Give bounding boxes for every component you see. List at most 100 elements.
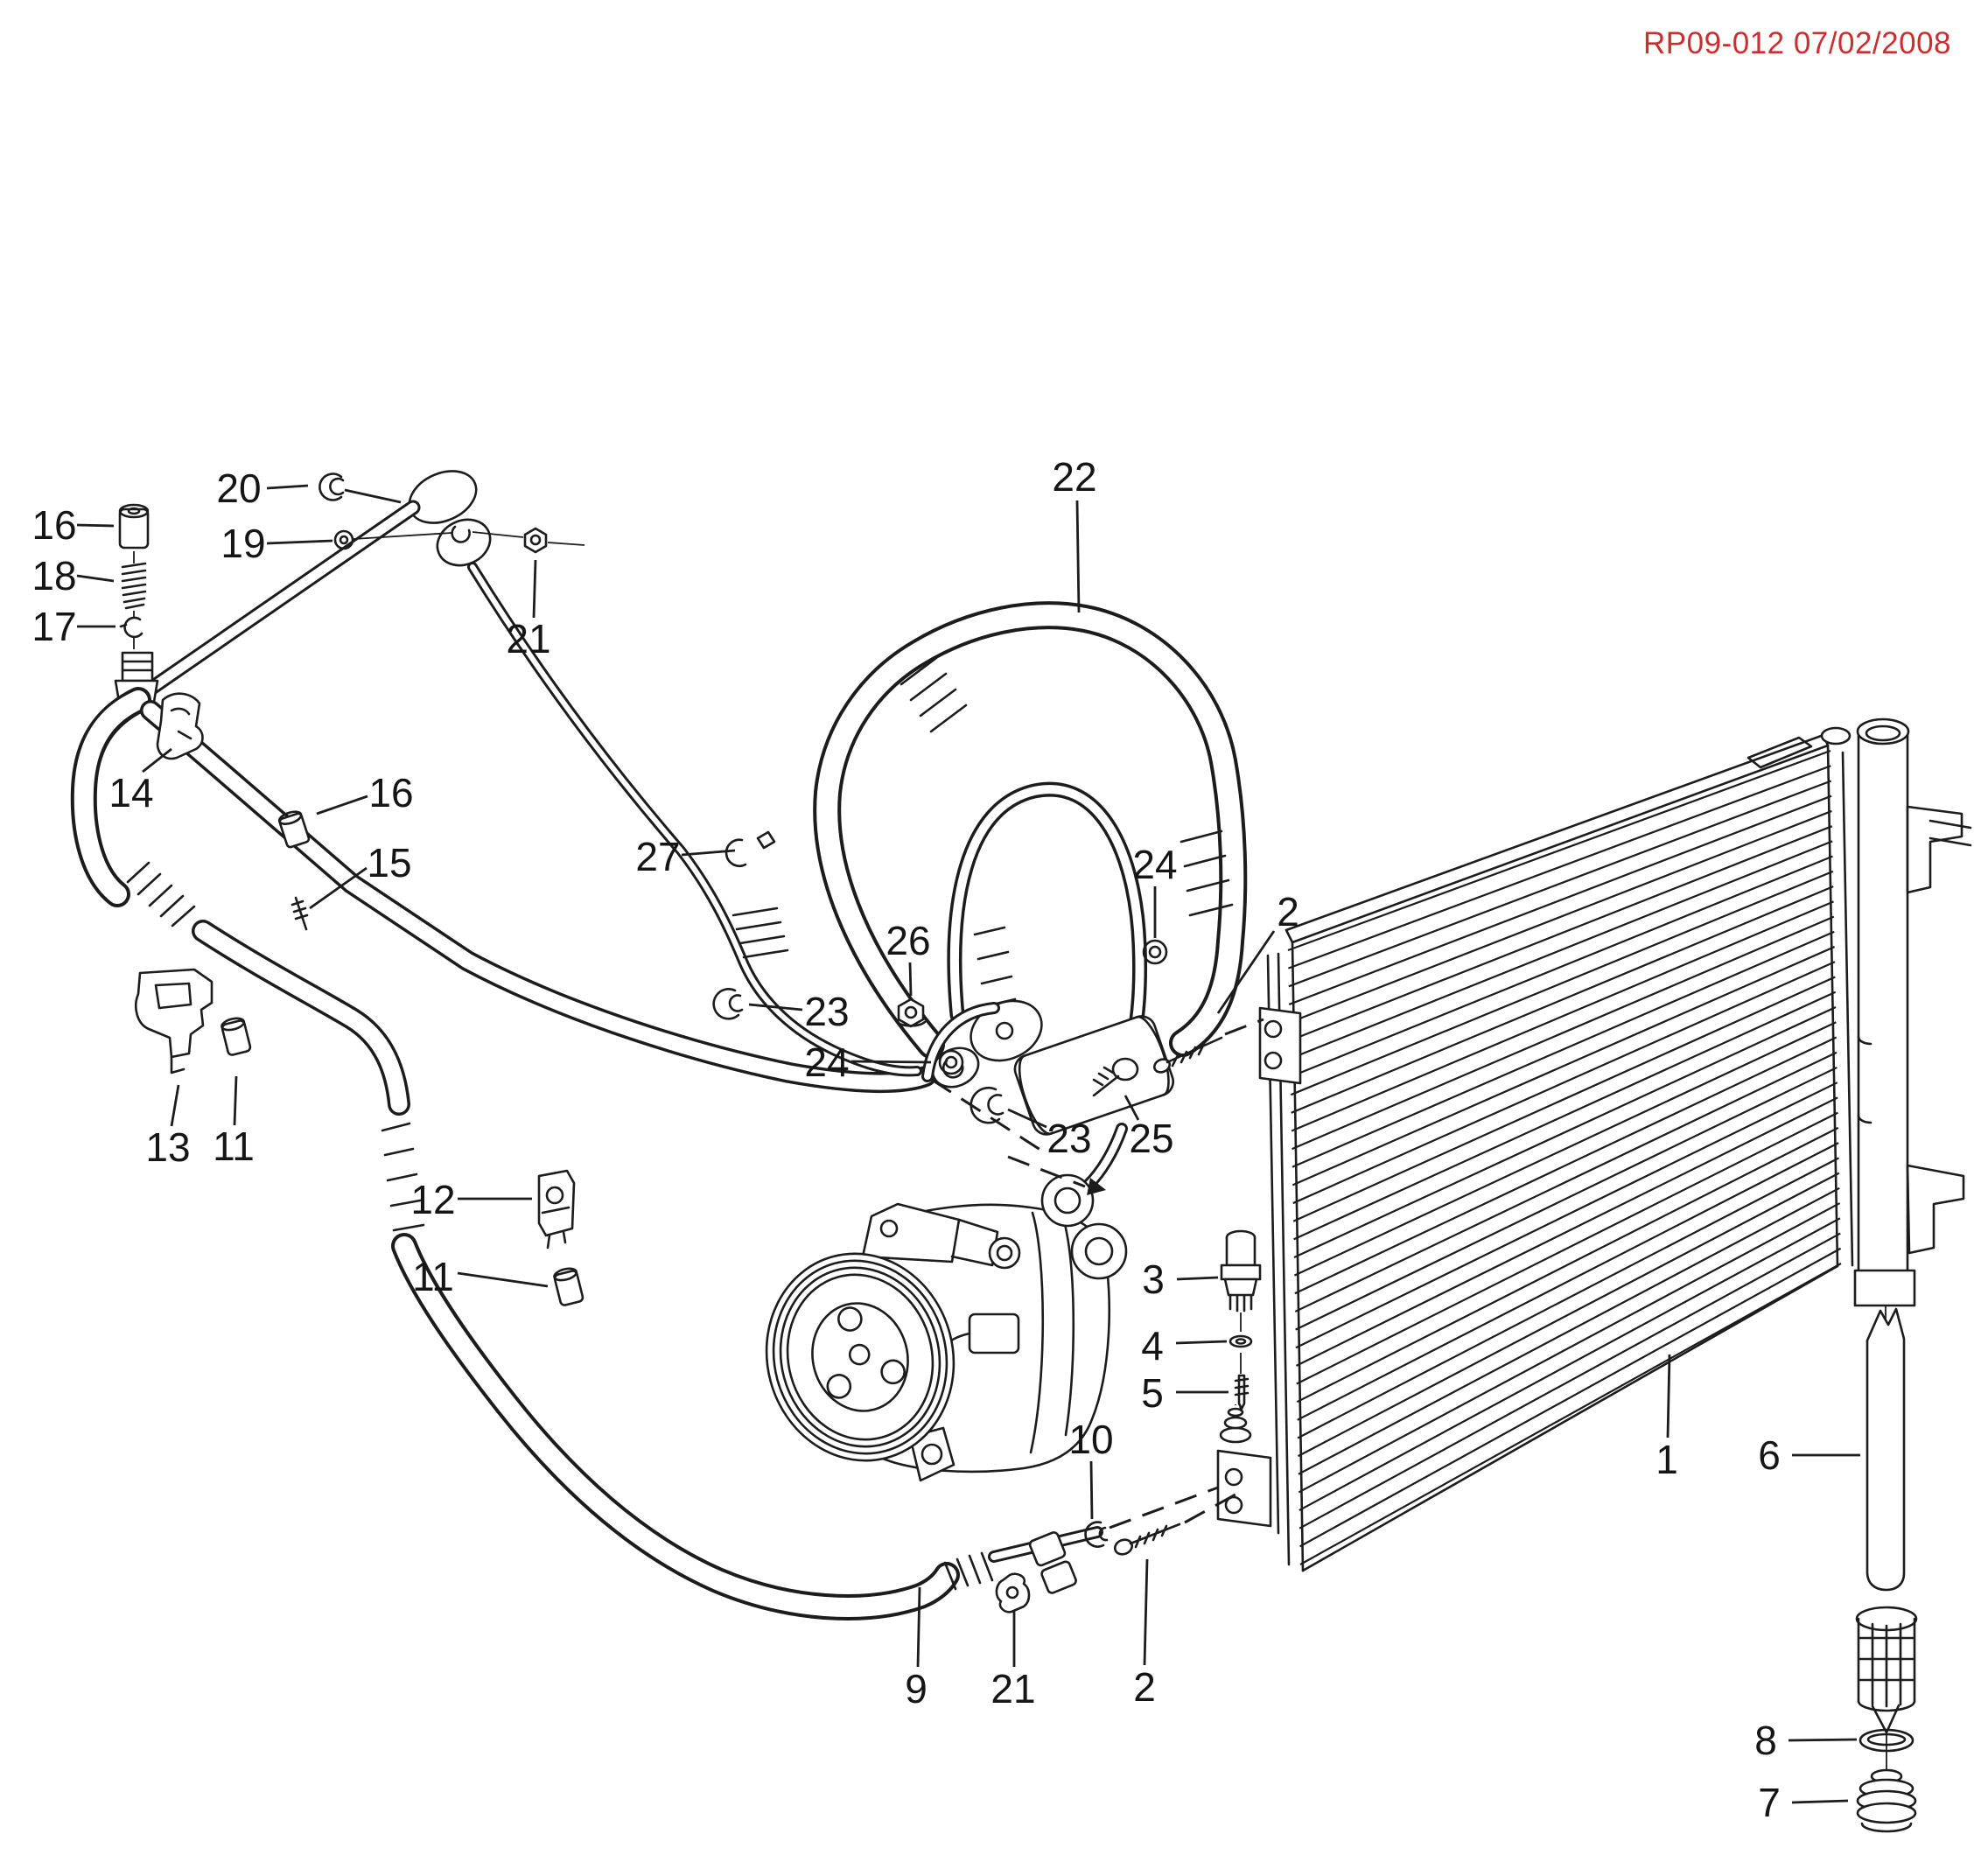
- callout-12-20: 12: [410, 1177, 455, 1222]
- callout-7-32: 7: [1758, 1780, 1781, 1825]
- callout-20-0: 20: [216, 466, 261, 511]
- compressor-top-bracket: [861, 1202, 961, 1264]
- callout-11-19: 11: [213, 1124, 255, 1169]
- rubber-grommet-16-icon: [277, 810, 311, 849]
- condenser: [1266, 733, 1854, 1572]
- callout-10-25: 10: [1068, 1417, 1113, 1462]
- compressor-body-seams: [1029, 1211, 1075, 1454]
- compressor-pulley: [765, 1252, 956, 1462]
- leader-line-16: [316, 794, 368, 816]
- leader-line-25: [1124, 1095, 1140, 1121]
- hose-end-fitting: [921, 999, 1043, 1088]
- tube-mouth-inner: [1865, 724, 1901, 742]
- retaining-ring-23a-icon: [712, 988, 744, 1020]
- leader-line-22: [1075, 500, 1081, 613]
- o-ring-24a-icon: [1142, 939, 1168, 965]
- leader-line-23: [748, 1003, 803, 1012]
- leader-line-2: [1216, 930, 1276, 1014]
- condenser-right-seam: [1826, 744, 1854, 1268]
- hose-corrugation: [126, 861, 196, 928]
- snap-ring-20-icon: [318, 472, 345, 501]
- leader-line-15: [309, 866, 368, 910]
- pipe-bracket-13-icon: [135, 968, 214, 1059]
- leader-line-24: [850, 1060, 932, 1064]
- hose-crimp: [943, 1551, 994, 1591]
- upper-right-bracket: [1906, 805, 1964, 894]
- callout-21-5: 21: [506, 616, 550, 662]
- callout-26-11: 26: [886, 918, 930, 963]
- desiccant-cartridge: [1866, 1307, 1906, 1592]
- compressor-connector: [968, 1312, 1020, 1354]
- seal-washer-19-icon: [333, 529, 354, 550]
- assembly-axis-lines: [931, 1018, 1264, 1530]
- leader-line-10: [1089, 1460, 1094, 1520]
- callout-17-4: 17: [32, 604, 76, 649]
- hose-clip-27-icon: [724, 830, 776, 867]
- leader-line-26: [908, 962, 913, 997]
- callout-27-10: 27: [635, 834, 680, 879]
- mounting-bolt-2a-icon: [1152, 1036, 1223, 1074]
- bracket-tab: [170, 1055, 186, 1074]
- o-ring-23b-icon: [970, 1086, 1004, 1124]
- callout-25-17: 25: [1129, 1116, 1173, 1161]
- callout-14-7: 14: [108, 770, 153, 816]
- filter-bottom: [1857, 1699, 1916, 1712]
- filter-tip: [1871, 1704, 1900, 1734]
- condenser-top-pad: [1746, 736, 1813, 769]
- condenser-top-edge: [1291, 744, 1830, 944]
- callout-16-8: 16: [368, 770, 413, 816]
- callout-11-21: 11: [412, 1254, 454, 1299]
- leader-line-11: [457, 1271, 549, 1288]
- condenser-fins: [1287, 749, 1842, 1565]
- flange-nut-26-icon: [895, 998, 927, 1028]
- leader-line-1: [1666, 1354, 1671, 1438]
- tube-cap-bump: [1820, 726, 1852, 746]
- leader-line-11: [233, 1075, 238, 1126]
- upper-right-bracket-rail: [1928, 819, 1972, 847]
- callout-21-29: 21: [990, 1666, 1035, 1712]
- drier-cartridge-assembly: [1855, 1307, 1918, 1833]
- compressor-hose-assembly: [813, 601, 1248, 1191]
- compressor-foot: [908, 1426, 956, 1482]
- lower-left-bracket: [1216, 1449, 1272, 1528]
- leader-line-18: [76, 574, 115, 583]
- compressor-port-lower: [1070, 1222, 1128, 1280]
- valve-core-icon: [1234, 1374, 1250, 1410]
- hex-nut-21-icon: [523, 527, 548, 554]
- condenser-bottom-edge: [1301, 1264, 1839, 1572]
- callout-6-27: 6: [1758, 1432, 1781, 1478]
- leader-line-7: [1791, 1799, 1849, 1804]
- callout-5-24: 5: [1141, 1370, 1164, 1416]
- callout-23-16: 23: [1046, 1116, 1091, 1161]
- callout-15-9: 15: [367, 840, 411, 886]
- callout-1-26: 1: [1656, 1437, 1678, 1482]
- callout-8-31: 8: [1754, 1718, 1777, 1763]
- compressor: [765, 1173, 1128, 1482]
- o-ring-8-icon: [1858, 1728, 1914, 1753]
- leader-line-9: [916, 1586, 921, 1668]
- callout-3-22: 3: [1142, 1256, 1165, 1302]
- sealing-plug-icon: [1856, 1768, 1917, 1833]
- pipe-clamp-14-icon: [156, 692, 204, 760]
- leader-line-13: [170, 1084, 180, 1127]
- callout-22-6: 22: [1052, 454, 1096, 500]
- manifold-port-ring: [451, 525, 471, 543]
- callout-18-3: 18: [32, 553, 76, 598]
- leader-line-16: [76, 523, 115, 528]
- leader-line-27: [681, 849, 736, 857]
- seal-washer-4-icon: [1228, 1334, 1253, 1348]
- axis-arrowhead: [1087, 1178, 1106, 1195]
- screw-15-icon: [290, 896, 309, 931]
- tube-detail: [1857, 1035, 1872, 1124]
- callout-2-13: 2: [1277, 889, 1299, 934]
- leader-line-4: [1175, 1340, 1228, 1345]
- pipe-clip-12-icon: [537, 1169, 576, 1250]
- rubber-grommet-11-icon: [220, 1017, 252, 1056]
- pulley-hub-nut: [848, 1343, 871, 1366]
- filter-cage: [1857, 1617, 1916, 1708]
- callout-19-2: 19: [220, 521, 265, 566]
- hose-crimp: [732, 906, 789, 959]
- clip-nut-21b-icon: [995, 1572, 1031, 1614]
- callout-9-28: 9: [905, 1666, 928, 1712]
